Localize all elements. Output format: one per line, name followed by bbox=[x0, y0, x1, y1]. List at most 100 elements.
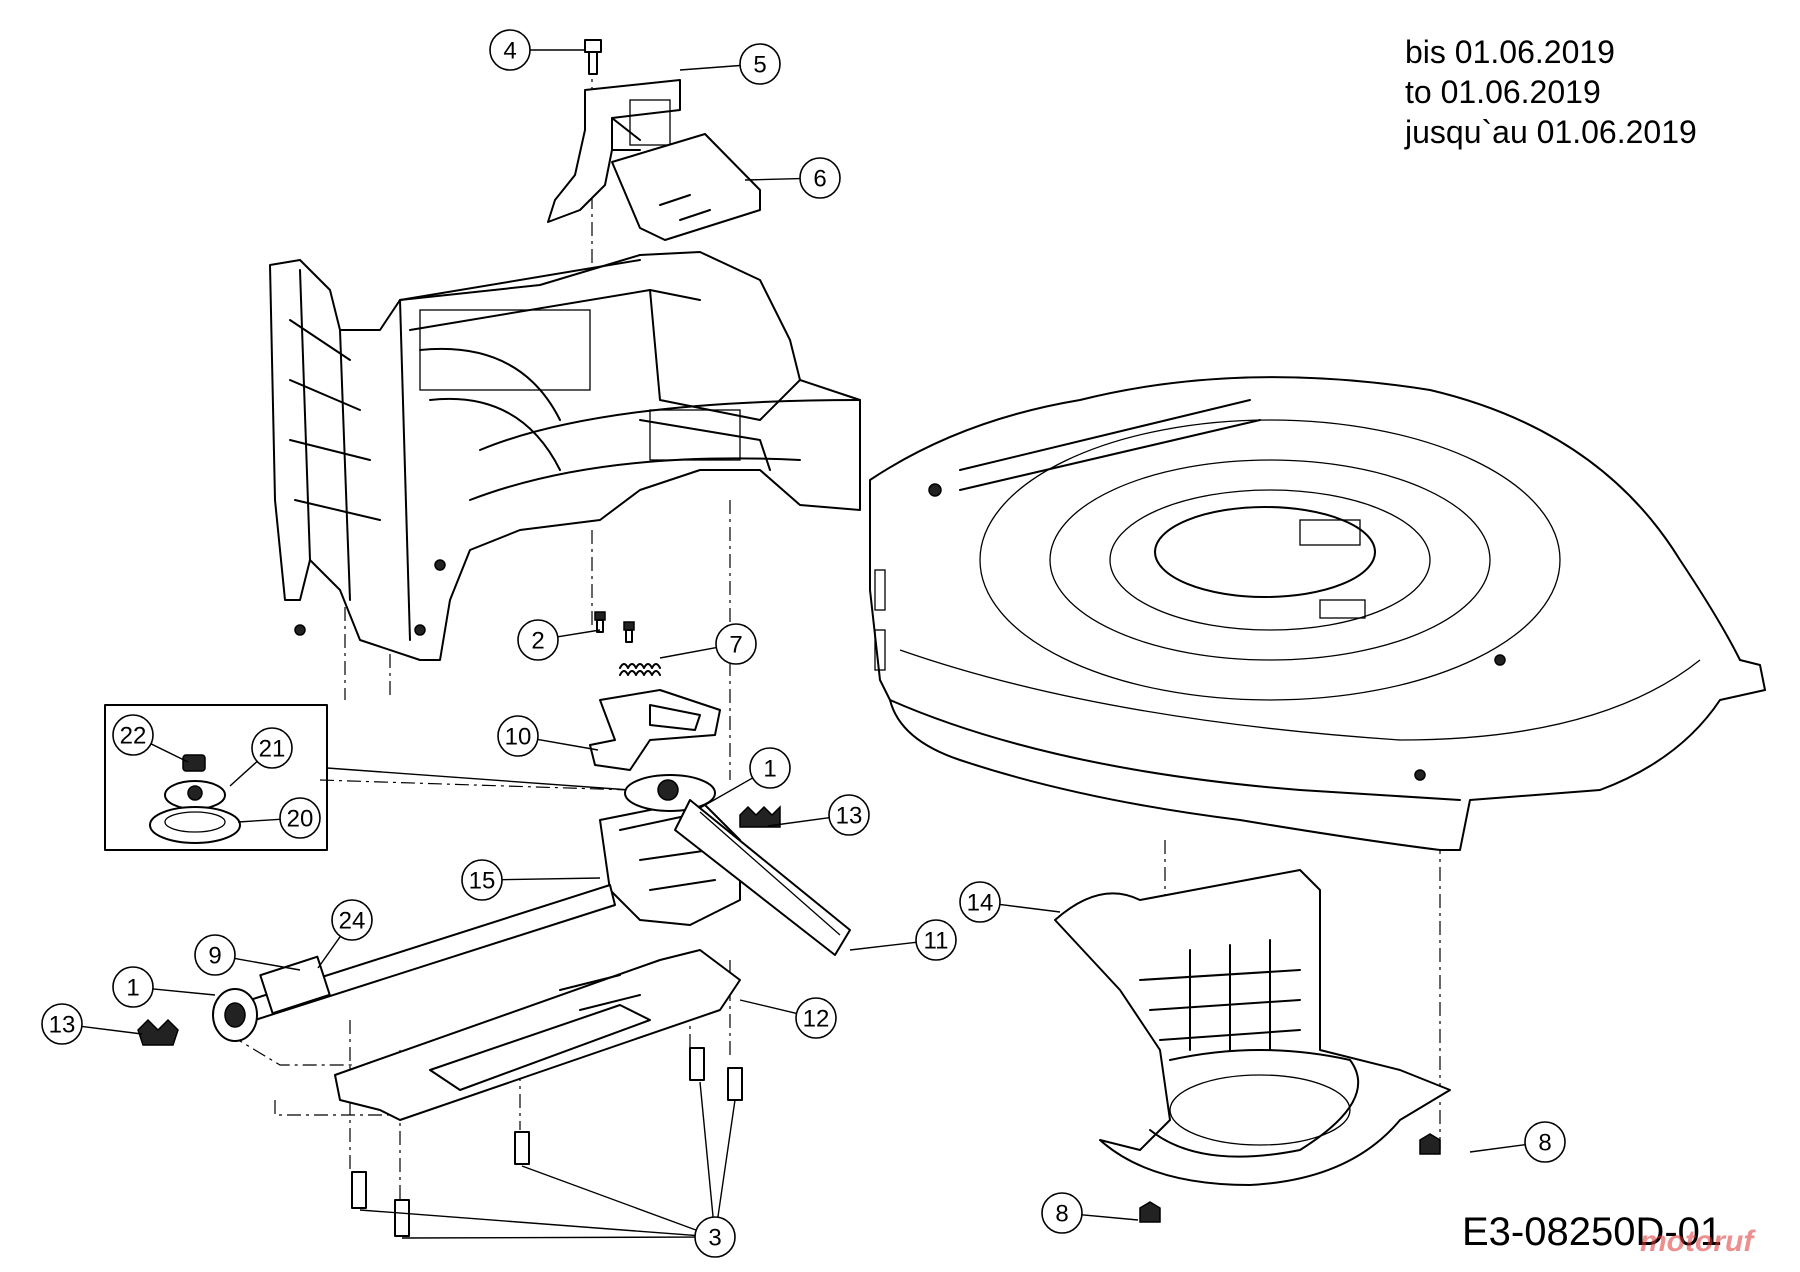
watermark: motoruf bbox=[1640, 1225, 1754, 1258]
note-de: bis 01.06.2019 bbox=[1405, 34, 1615, 70]
callout-c4a: 4 bbox=[489, 29, 585, 71]
callout-c6: 6 bbox=[744, 157, 841, 199]
leader-line bbox=[521, 1165, 697, 1231]
callout-c14: 14 bbox=[959, 881, 1061, 923]
leader-line bbox=[679, 64, 741, 71]
callout-c1a: 1 bbox=[699, 747, 791, 809]
callout-number: 22 bbox=[120, 723, 147, 750]
callout-number: 9 bbox=[208, 943, 221, 970]
leader-line bbox=[234, 957, 301, 971]
note-en: to 01.06.2019 bbox=[1405, 74, 1601, 110]
callout-circle bbox=[694, 1216, 736, 1258]
leader-line bbox=[501, 877, 601, 881]
leader-line bbox=[699, 777, 753, 809]
document-id: E3-08250D-01 bbox=[1462, 1210, 1723, 1254]
leader-line bbox=[767, 816, 830, 827]
leader-line bbox=[717, 1099, 736, 1218]
leader-line bbox=[317, 935, 342, 969]
callout-number: 14 bbox=[967, 890, 994, 917]
leader-line bbox=[1081, 1214, 1139, 1221]
callout-circle bbox=[799, 157, 841, 199]
leader-line bbox=[1469, 1143, 1526, 1153]
leader-line bbox=[739, 999, 797, 1015]
callout-c2: 2 bbox=[517, 619, 601, 661]
callout-c15: 15 bbox=[461, 859, 601, 901]
callout-circle bbox=[795, 997, 837, 1039]
callout-number: 1 bbox=[763, 756, 776, 783]
leader-line bbox=[81, 1025, 143, 1035]
gearbox-15 bbox=[599, 774, 851, 956]
callout-circle bbox=[517, 619, 559, 661]
leader-line bbox=[744, 177, 801, 181]
callout-c22: 22 bbox=[112, 714, 189, 763]
callout-number: 1 bbox=[126, 975, 139, 1002]
callout-c11: 11 bbox=[849, 919, 957, 961]
callout-number: 5 bbox=[753, 52, 766, 79]
screws-2 bbox=[594, 611, 635, 643]
leader-line bbox=[229, 760, 258, 787]
callout-c13a: 13 bbox=[767, 794, 870, 836]
callout-c5: 5 bbox=[679, 43, 781, 85]
cover-plate-6 bbox=[611, 133, 761, 241]
callout-circle bbox=[959, 881, 1001, 923]
note-fr: jusqu`au 01.06.2019 bbox=[1405, 114, 1697, 150]
leader-line bbox=[150, 743, 189, 763]
callout-number: 24 bbox=[339, 908, 366, 935]
handle-housing bbox=[269, 251, 861, 661]
callout-number: 13 bbox=[836, 803, 863, 830]
callout-circle bbox=[915, 919, 957, 961]
leader-line bbox=[237, 818, 281, 823]
callout-c3: 3 bbox=[359, 1081, 736, 1258]
callout-circle bbox=[828, 794, 870, 836]
callout-c8a: 8 bbox=[1469, 1121, 1566, 1163]
leader-line bbox=[999, 903, 1061, 913]
leader-line bbox=[659, 646, 717, 659]
callout-c24: 24 bbox=[317, 899, 373, 969]
bolts-3 bbox=[351, 1047, 743, 1237]
callout-circle bbox=[251, 727, 293, 769]
bracket-10 bbox=[589, 689, 721, 771]
callout-c9: 9 bbox=[194, 934, 301, 976]
leader-line bbox=[537, 738, 599, 751]
callout-circle bbox=[739, 43, 781, 85]
leader-line bbox=[557, 629, 601, 638]
callout-number: 13 bbox=[49, 1012, 76, 1039]
callout-circle bbox=[489, 29, 531, 71]
callout-circle bbox=[715, 623, 757, 665]
leader-line bbox=[849, 941, 917, 951]
callout-circle bbox=[749, 747, 791, 789]
pulley-kit-inset bbox=[104, 704, 631, 851]
leader-line bbox=[699, 1081, 714, 1218]
leader-line bbox=[359, 1209, 696, 1237]
callout-c13b: 13 bbox=[41, 1003, 143, 1045]
spring-7 bbox=[619, 663, 661, 676]
callout-number: 15 bbox=[469, 868, 496, 895]
callout-c7: 7 bbox=[659, 623, 757, 665]
callout-c12: 12 bbox=[739, 997, 837, 1039]
callout-circle bbox=[112, 714, 154, 756]
callout-number: 2 bbox=[531, 628, 544, 655]
callout-number: 20 bbox=[287, 806, 314, 833]
handle-bracket-5 bbox=[547, 79, 681, 223]
callout-circle bbox=[279, 797, 321, 839]
callout-number: 3 bbox=[708, 1225, 721, 1252]
callout-number: 10 bbox=[505, 724, 532, 751]
callout-number: 6 bbox=[813, 166, 826, 193]
drive-shaft bbox=[137, 884, 616, 1046]
callout-circle bbox=[331, 899, 373, 941]
callout-c21: 21 bbox=[229, 727, 293, 787]
callout-c1b: 1 bbox=[112, 966, 216, 1008]
callout-c20: 20 bbox=[237, 797, 321, 839]
callout-c10: 10 bbox=[497, 715, 599, 757]
callout-c8b: 8 bbox=[1041, 1192, 1139, 1234]
base-plate-12 bbox=[334, 949, 741, 1121]
callout-number: 4 bbox=[503, 38, 516, 65]
callout-circle bbox=[41, 1003, 83, 1045]
leader-line bbox=[152, 988, 216, 996]
date-notes: bis 01.06.2019 to 01.06.2019 jusqu`au 01… bbox=[1405, 32, 1697, 152]
callout-number: 12 bbox=[803, 1006, 830, 1033]
callout-circle bbox=[112, 966, 154, 1008]
callout-circle bbox=[1041, 1192, 1083, 1234]
